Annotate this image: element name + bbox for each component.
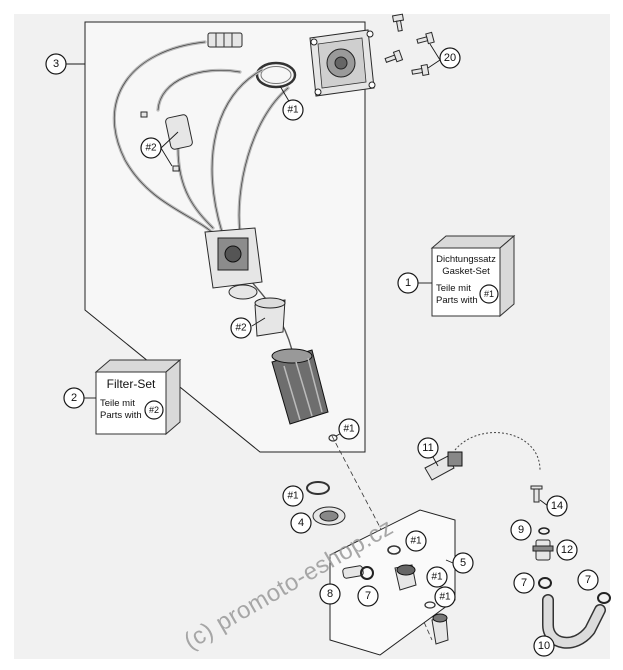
fuel-filter	[140, 111, 193, 172]
callout-4: 4	[290, 512, 312, 534]
pump-flange	[309, 29, 376, 97]
filter-set-ref: #2	[149, 405, 159, 415]
filter-set-box	[94, 358, 182, 436]
callout-hash1-flange-label: #1	[287, 105, 299, 116]
flange-o-ring	[255, 61, 297, 89]
callout-7-middle-label: 7	[521, 577, 527, 589]
callout-hash1-valve-mid-label: #1	[431, 572, 443, 583]
callout-11: 11	[417, 437, 439, 459]
callout-20-label: 20	[444, 52, 456, 64]
callout-hash1-valve-top: #1	[405, 530, 427, 552]
fuel-level-sensor	[424, 432, 541, 481]
callout-11-label: 11	[422, 442, 433, 454]
callout-5: 5	[452, 552, 474, 574]
callout-8-label: 8	[327, 588, 333, 600]
callout-7-middle: 7	[513, 572, 535, 594]
callout-1-label: 1	[405, 277, 411, 289]
callout-hash1-oring-frame-label: #1	[343, 424, 355, 435]
callout-hash1-valve-mid: #1	[426, 566, 448, 588]
callout-hash2-sleeve: #2	[230, 317, 252, 339]
callout-7-left: 7	[357, 585, 379, 607]
callout-12: 12	[556, 539, 578, 561]
callout-hash1-flange: #1	[282, 99, 304, 121]
gasket-set-parts-en: Parts with	[436, 295, 478, 306]
callout-hash1-grommet-label: #1	[287, 491, 299, 502]
gasket-set-box	[430, 234, 516, 318]
callout-14-label: 14	[551, 500, 563, 512]
callout-hash1-valve-top-label: #1	[410, 536, 422, 547]
callout-hash2-sleeve-label: #2	[235, 323, 247, 334]
callout-hash2-filter: #2	[140, 137, 162, 159]
filter-set-title: Filter-Set	[107, 377, 156, 391]
gasket-set-parts-de: Teile mit	[436, 283, 471, 294]
hose-clamp-right-b	[597, 592, 611, 604]
callout-3: 3	[45, 53, 67, 75]
screw-set	[384, 13, 435, 77]
callout-8: 8	[319, 583, 341, 605]
callout-5-label: 5	[460, 557, 466, 569]
wire-connector	[207, 32, 243, 48]
callout-2-label: 2	[71, 392, 77, 404]
callout-hash1-grommet: #1	[282, 485, 304, 507]
callout-hash1-valve-low: #1	[434, 586, 456, 608]
hose-clamp-right-a	[538, 577, 552, 589]
fuel-hoses	[112, 40, 293, 351]
hose-fitting	[532, 539, 554, 561]
callout-2: 2	[63, 387, 85, 409]
grommet-part	[312, 506, 346, 526]
callout-12-label: 12	[561, 544, 573, 556]
gasket-set-ref: #1	[484, 289, 494, 299]
pump-housing	[271, 348, 329, 425]
callout-20: 20	[439, 47, 461, 69]
small-seal-ring	[538, 527, 550, 535]
callout-9: 9	[510, 519, 532, 541]
valve-parts	[342, 545, 449, 645]
callout-1: 1	[397, 272, 419, 294]
gasket-set-title-en: Gasket-Set	[442, 266, 490, 277]
o-ring-small	[306, 481, 330, 495]
callout-9-label: 9	[518, 524, 524, 536]
callout-10-label: 10	[538, 640, 550, 652]
callout-hash2-filter-label: #2	[145, 143, 157, 154]
callout-hash1-valve-low-label: #1	[439, 592, 451, 603]
gasket-set-title-de: Dichtungssatz	[436, 254, 496, 265]
filter-sleeve	[254, 297, 286, 337]
callout-3-label: 3	[53, 58, 59, 70]
callout-14: 14	[546, 495, 568, 517]
callout-10: 10	[533, 635, 555, 657]
callout-7-right: 7	[577, 569, 599, 591]
filter-set-parts-en: Parts with	[100, 410, 142, 421]
callout-4-label: 4	[298, 517, 304, 529]
callout-7-left-label: 7	[365, 590, 371, 602]
filter-set-parts-de: Teile mit	[100, 398, 135, 409]
callout-hash1-oring-frame: #1	[338, 418, 360, 440]
retaining-pin	[530, 485, 543, 503]
callout-7-right-label: 7	[585, 574, 591, 586]
fuel-pump-unit	[204, 227, 263, 300]
